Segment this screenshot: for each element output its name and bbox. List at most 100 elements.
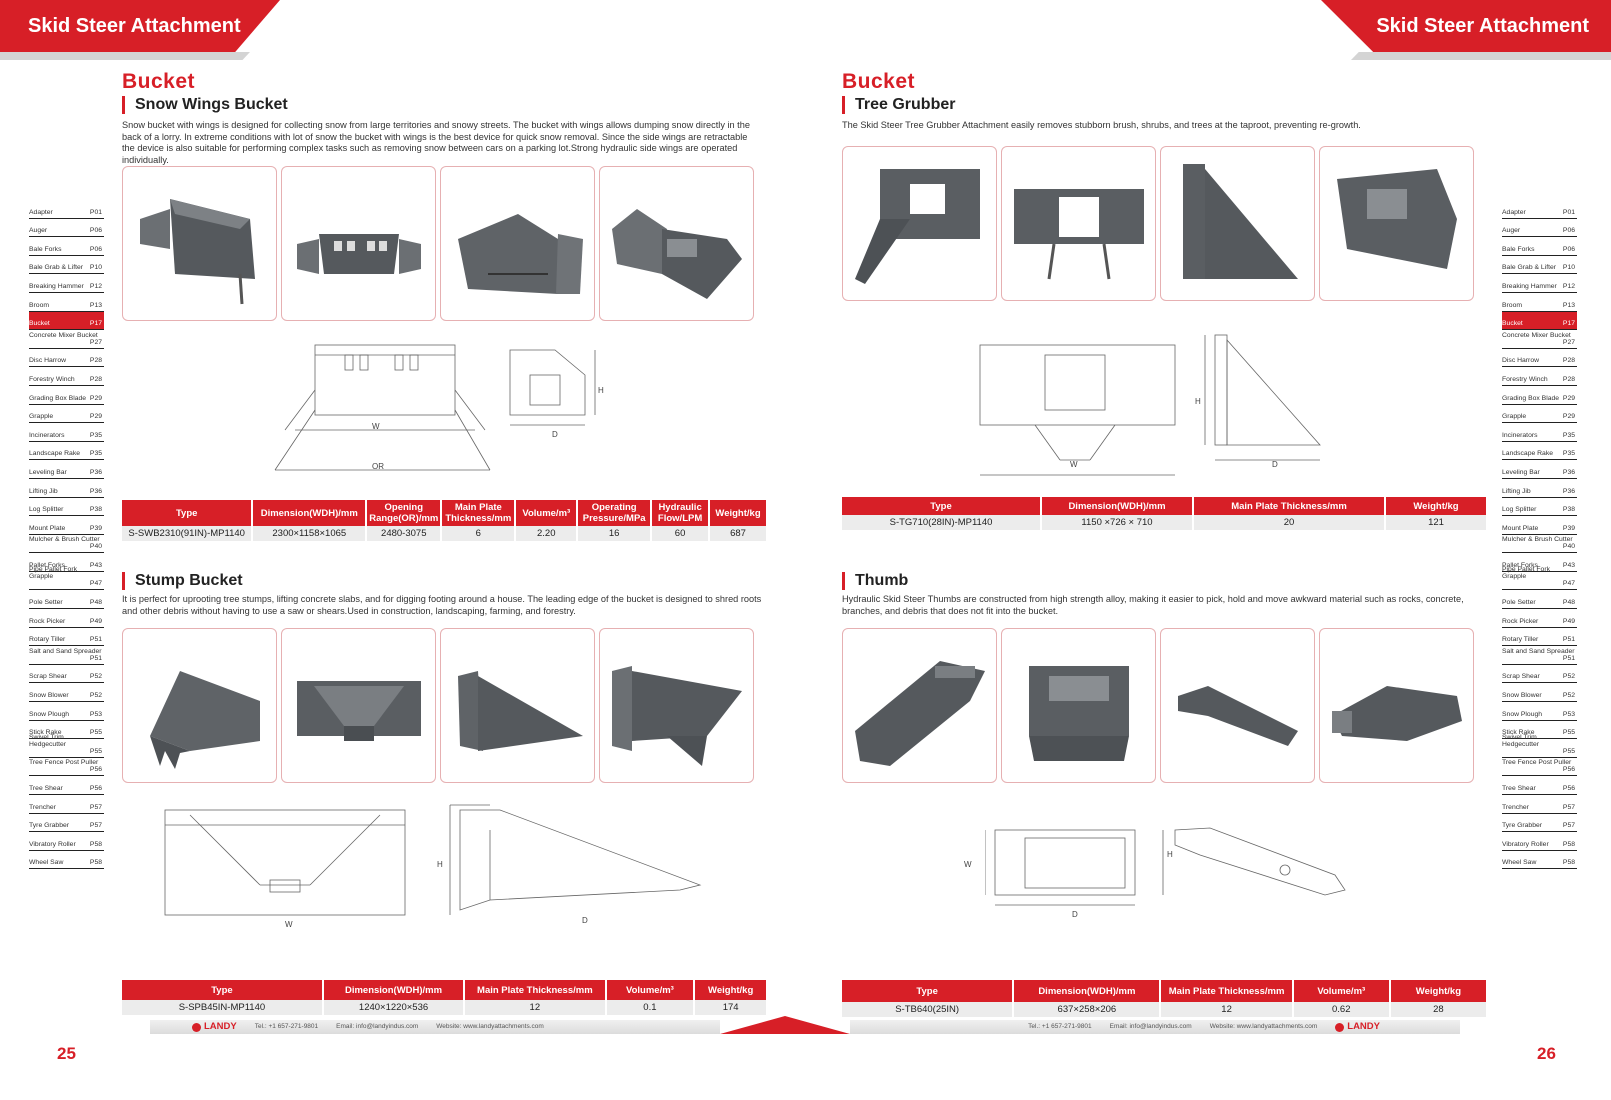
index-item-name: Salt and Sand Spreader <box>1502 647 1575 655</box>
index-item-name: Log Splitter <box>1502 506 1537 514</box>
index-item-page: P01 <box>1562 208 1575 216</box>
index-item-name: Rock Picker <box>29 617 66 625</box>
footer-email: Email: info@landyindus.com <box>1109 1023 1192 1030</box>
index-item-page: P39 <box>1562 524 1575 532</box>
index-item-page: P55 <box>89 729 102 737</box>
thumb-photo-1 <box>854 660 985 766</box>
product-photo <box>1319 146 1474 301</box>
product-photo <box>440 628 595 783</box>
index-item-name: Incinerators <box>29 431 65 439</box>
table-header: Hydraulic Flow/LPM <box>652 500 709 526</box>
snow-wings-bucket-photo-2 <box>296 233 421 274</box>
snow-wings-technical-drawing <box>274 344 596 471</box>
index-item-name: Grading Box Blade <box>29 394 87 402</box>
index-item[interactable]: Stick Rake P55 <box>29 721 104 740</box>
table-cell: 6 <box>442 526 515 541</box>
drawing-label-h: H <box>437 860 443 869</box>
index-item-name: Stick Rake <box>29 729 62 737</box>
snow-wings-bucket-photo-4 <box>611 208 742 299</box>
thumb-photo-3 <box>1177 685 1298 746</box>
drawing-label-d: D <box>1272 460 1278 469</box>
index-item-page: P51 <box>1562 636 1575 644</box>
product-photo <box>1160 628 1315 783</box>
drawing-label-d: D <box>1072 910 1078 919</box>
index-item-name: Grapple <box>29 413 54 421</box>
index-item-page: P58 <box>1562 840 1575 848</box>
index-item-name: Concrete Mixer Bucket <box>29 331 98 339</box>
index-item-name: Wheel Saw <box>29 859 64 867</box>
